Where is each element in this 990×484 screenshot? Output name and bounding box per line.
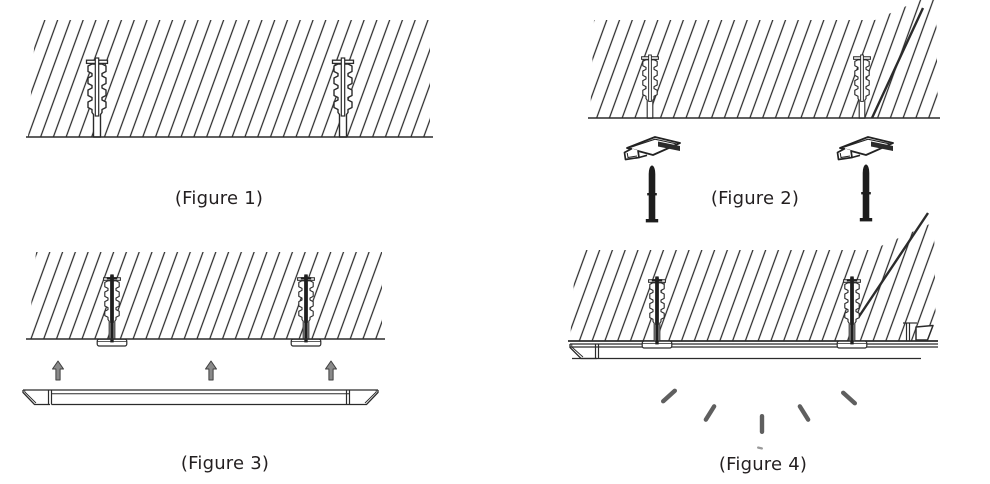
- mounting-clip-icon: [623, 136, 681, 161]
- screw-icon: [859, 164, 873, 222]
- figure-3-drawing: [22, 252, 385, 406]
- installed-fixture-bar: [569, 343, 938, 360]
- figure-1-drawing: [26, 20, 433, 138]
- screw-icon: [645, 165, 659, 223]
- mounting-clip-icon: [836, 136, 894, 161]
- figure-2-caption: (Figure 2): [710, 188, 800, 209]
- figure-2-drawing: [588, 0, 940, 223]
- ceiling-hatch: [590, 0, 938, 118]
- up-arrow-icon: [52, 360, 64, 381]
- light-fixture-bar: [22, 389, 379, 406]
- ceiling-hatch: [28, 252, 382, 339]
- figure-4-caption: (Figure 4): [718, 454, 808, 475]
- wall-corner-line: [870, 7, 925, 119]
- wall-corner-line: [857, 212, 929, 319]
- up-arrow-icon: [205, 360, 217, 381]
- figure-3-caption: (Figure 3): [180, 453, 270, 474]
- figure-1-caption: (Figure 1): [174, 188, 264, 209]
- end-bracket: [903, 322, 934, 341]
- figure-4-drawing: [568, 212, 938, 450]
- ceiling-hatch: [28, 20, 430, 137]
- light-rays-icon: [661, 388, 857, 450]
- up-arrow-icon: [325, 360, 337, 381]
